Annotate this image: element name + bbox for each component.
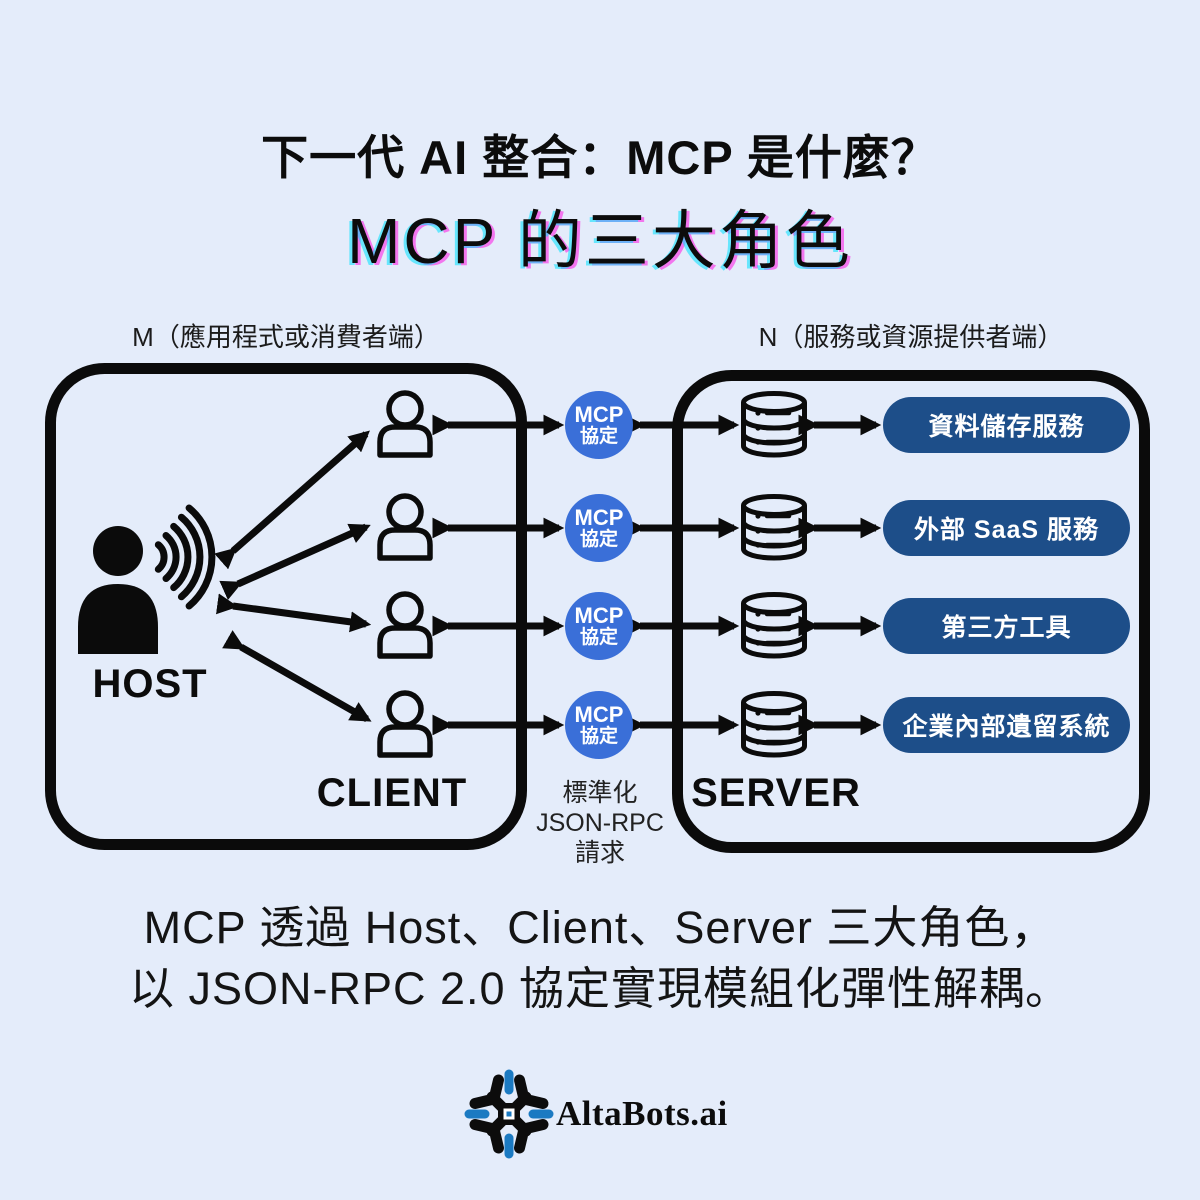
badge-line2: 協定 bbox=[579, 725, 618, 747]
badge-line2: 協定 bbox=[579, 425, 618, 447]
json-rpc-note-line3: 請求 bbox=[574, 839, 625, 867]
badge-line2: 協定 bbox=[579, 626, 618, 648]
summary-line1: MCP 透過 Host、Client、Server 三大角色， bbox=[143, 902, 1057, 953]
person-filled-icon bbox=[78, 526, 158, 654]
person-outline-icon bbox=[380, 594, 430, 656]
host-box bbox=[45, 363, 527, 850]
database-icon bbox=[744, 595, 805, 656]
server-group-label: N（服務或資源提供者端） bbox=[758, 322, 1064, 352]
json-rpc-note-line1: 標準化 bbox=[562, 779, 638, 807]
summary-text: MCP 透過 Host、Client、Server 三大角色， 以 JSON-R… bbox=[0, 897, 1200, 1019]
person-outline-icon bbox=[380, 393, 430, 455]
person-outline-icon bbox=[380, 693, 430, 755]
sound-waves-icon bbox=[154, 504, 216, 610]
mcp-protocol-badge: MCP 協定 bbox=[565, 391, 633, 459]
page-title: 下一代 AI 整合：MCP 是什麼？ bbox=[261, 131, 939, 184]
summary-line2: 以 JSON-RPC 2.0 協定實現模組化彈性解耦。 bbox=[128, 963, 1072, 1014]
service-pill: 資料儲存服務 bbox=[883, 397, 1130, 453]
page-subtitle: MCP 的三大角色 bbox=[347, 205, 853, 277]
json-rpc-note: 標準化 JSON-RPC 請求 bbox=[500, 778, 700, 868]
badge-line1: MCP bbox=[574, 401, 624, 427]
server-box bbox=[672, 370, 1150, 853]
json-rpc-note-line2: JSON-RPC bbox=[536, 809, 664, 837]
database-icon bbox=[744, 394, 805, 455]
host-client-arrows bbox=[214, 430, 372, 723]
connector-arrows bbox=[432, 414, 882, 736]
host-label: HOST bbox=[92, 662, 208, 706]
badge-line1: MCP bbox=[574, 701, 624, 727]
person-outline-icon bbox=[380, 496, 430, 558]
database-icon bbox=[744, 694, 805, 755]
badge-line1: MCP bbox=[574, 504, 624, 530]
server-label: SERVER bbox=[691, 771, 861, 815]
database-icon bbox=[744, 497, 805, 558]
badge-line2: 協定 bbox=[579, 528, 618, 550]
client-label: CLIENT bbox=[316, 771, 468, 815]
service-pill: 第三方工具 bbox=[883, 598, 1130, 654]
badge-line1: MCP bbox=[574, 602, 624, 628]
service-pill: 企業內部遺留系統 bbox=[883, 697, 1130, 753]
mcp-protocol-badge: MCP 協定 bbox=[565, 691, 633, 759]
brand-name: AltaBots.ai bbox=[556, 1094, 728, 1133]
host-group-label: M（應用程式或消費者端） bbox=[132, 322, 440, 352]
service-pill: 外部 SaaS 服務 bbox=[883, 500, 1130, 556]
mcp-protocol-badge: MCP 協定 bbox=[565, 592, 633, 660]
altabots-logo-icon bbox=[464, 1069, 554, 1159]
mcp-protocol-badge: MCP 協定 bbox=[565, 494, 633, 562]
